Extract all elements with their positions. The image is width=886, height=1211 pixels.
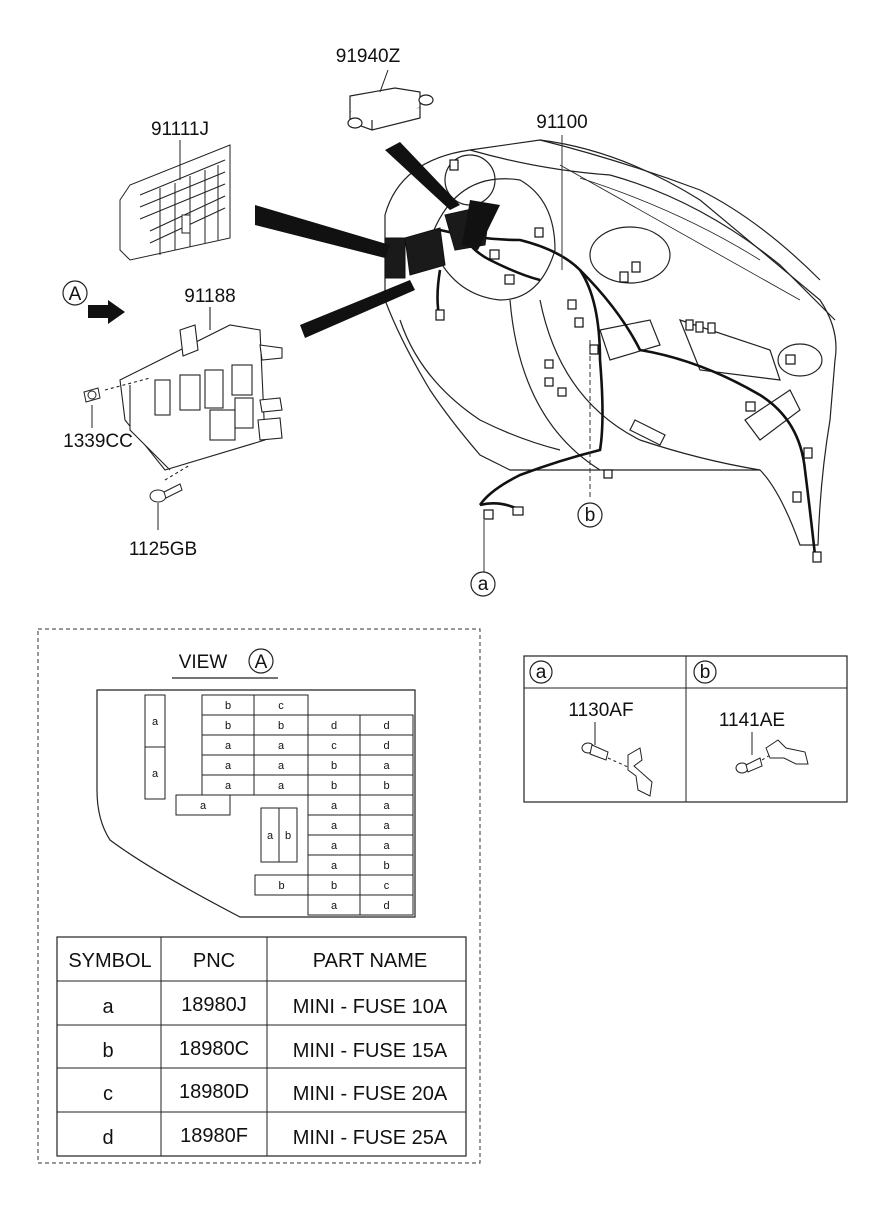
fuse-slot-label: a	[278, 740, 285, 752]
legend-header-part-name: PART NAME	[313, 950, 427, 972]
view-a-arrow: A	[62, 280, 125, 324]
fuse-slot-label: a	[331, 840, 338, 852]
svg-text:a: a	[478, 574, 489, 595]
svg-text:b: b	[585, 505, 596, 526]
fuse-slot	[144, 746, 166, 800]
label-91100: 91100	[536, 112, 587, 133]
fuse-slot-label: c	[384, 880, 390, 892]
legend-row-symbol: c	[103, 1083, 113, 1105]
fastener-table: a b 1130AF 1141AE	[523, 655, 848, 803]
fuse-slot-label: b	[331, 760, 337, 772]
fuse-slot-label: a	[383, 760, 390, 772]
label-91940z: 91940Z	[336, 46, 401, 67]
bolt-1141ae	[735, 732, 809, 774]
label-1339cc: 1339CC	[63, 431, 133, 452]
view-a-panel	[37, 628, 481, 1164]
legend-row-pnc: 18980F	[180, 1125, 248, 1147]
fuse-slot-label: a	[225, 780, 232, 792]
fuse-slot	[278, 807, 298, 863]
pointer-wedges	[255, 142, 500, 338]
fuse-slot-label: b	[278, 880, 284, 892]
harness-connectors	[435, 159, 822, 563]
legend-row-symbol: b	[102, 1040, 113, 1062]
fuse-slot	[359, 894, 414, 916]
fuse-slot-label: a	[331, 820, 338, 832]
fuse-slot-label: d	[383, 900, 389, 912]
fuse-slot-label: a	[152, 716, 159, 728]
bolt-1130af	[581, 722, 653, 797]
label-91111j: 91111J	[151, 119, 209, 140]
legend-table: SYMBOL PNC PART NAME a 18980J MINI - FUS…	[56, 936, 467, 1157]
legend-row-part-name: MINI - FUSE 15A	[293, 1040, 448, 1062]
fuse-slot-label: a	[278, 780, 285, 792]
fuse-slot-label: c	[278, 700, 284, 712]
nut-1339cc	[83, 387, 101, 428]
fuse-slot-label: b	[225, 720, 231, 732]
legend-row-part-name: MINI - FUSE 20A	[293, 1083, 448, 1105]
fuse-slot-label: a	[383, 800, 390, 812]
bolt-1125gb	[149, 483, 183, 530]
fuse-slot-label: a	[278, 760, 285, 772]
legend-row-pnc: 18980C	[179, 1038, 249, 1060]
legend-row-part-name: MINI - FUSE 25A	[293, 1127, 448, 1149]
fastener-header-a: a	[536, 662, 547, 683]
fuse-slot-label: b	[225, 700, 231, 712]
fuse-slot-label: b	[383, 860, 389, 872]
fuse-slot-label: a	[200, 800, 207, 812]
legend-header-symbol: SYMBOL	[68, 950, 151, 972]
view-title: VIEW	[179, 652, 228, 673]
legend-row-part-name: MINI - FUSE 10A	[293, 996, 448, 1018]
fuse-slot-label: b	[331, 780, 337, 792]
legend-row-symbol: a	[102, 996, 114, 1018]
fuse-slot	[359, 854, 414, 876]
fuse-slot-label: a	[152, 768, 159, 780]
fuse-slot-label: a	[331, 800, 338, 812]
fastener-part-1130af: 1130AF	[568, 700, 633, 721]
fastener-part-1141ae: 1141AE	[719, 710, 785, 731]
callout-b: b	[577, 502, 603, 528]
fuse-slot-label: a	[383, 840, 390, 852]
fuse-slot-label: a	[225, 760, 232, 772]
fuse-slot-label: d	[383, 720, 389, 732]
label-1125gb: 1125GB	[129, 539, 197, 560]
legend-row-symbol: d	[102, 1127, 113, 1149]
fuse-slot-label: a	[383, 820, 390, 832]
legend-header-pnc: PNC	[193, 950, 235, 972]
fastener-header-b: b	[700, 662, 711, 683]
fuse-label-sheet	[119, 140, 231, 261]
fuse-slot	[175, 794, 231, 816]
view-a-circle	[248, 648, 274, 674]
legend-row-pnc: 18980J	[181, 994, 247, 1016]
leader-lines	[483, 135, 591, 572]
legend-row-pnc: 18980D	[179, 1081, 249, 1103]
fuse-slot-label: b	[278, 720, 284, 732]
view-a-ref: A	[255, 652, 268, 673]
label-91188: 91188	[184, 286, 235, 307]
fuse-slot-label: d	[331, 720, 337, 732]
fuse-slot-label: d	[383, 740, 389, 752]
junction-box	[104, 307, 283, 481]
fuse-slot-label: b	[331, 880, 337, 892]
fuse-slot-label: a	[331, 900, 338, 912]
fuse-slot-label: b	[383, 780, 389, 792]
view-a-ref-top: A	[69, 284, 82, 305]
callout-a: a	[470, 571, 496, 597]
dashboard-illustration	[384, 139, 837, 546]
fuse-slot-label: b	[285, 830, 291, 842]
sensor-module	[347, 69, 434, 131]
fuse-slot-label: c	[331, 740, 337, 752]
fuse-slot-label: a	[267, 830, 274, 842]
fuse-slot-label: a	[331, 860, 338, 872]
fuse-slot-label: a	[225, 740, 232, 752]
